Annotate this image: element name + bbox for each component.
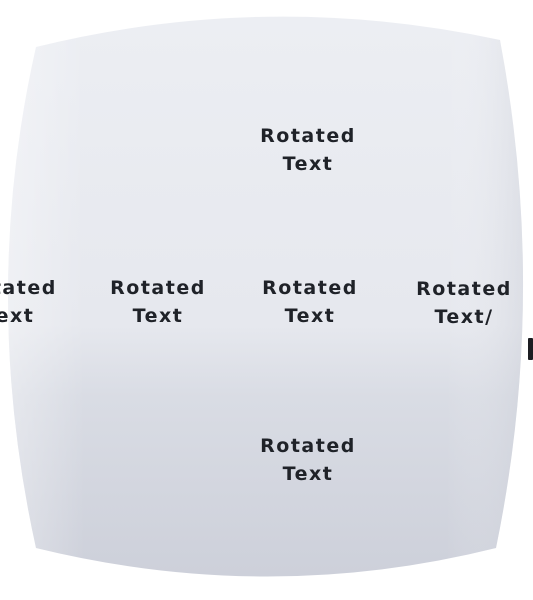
rotated-text-bottom: Rotated Text: [243, 432, 373, 488]
panel-edge-mark: [528, 338, 533, 360]
rotated-text-left-edge: Rotated Text: [0, 274, 74, 330]
rotated-text-bottom-line2: Text: [282, 463, 334, 485]
rotated-text-center-line1: Rotated: [262, 277, 358, 299]
rotated-text-bottom-line1: Rotated: [260, 435, 356, 457]
rotated-text-center: Rotated Text: [245, 274, 375, 330]
rotated-text-top-line1: Rotated: [260, 125, 356, 147]
rotated-text-top: Rotated Text: [243, 122, 373, 178]
rotated-text-top-line2: Text: [282, 153, 334, 175]
rotated-text-right-line2: Text/: [434, 306, 494, 328]
rotated-text-right-line1: Rotated: [416, 278, 512, 300]
rotated-text-right: Rotated Text/: [399, 275, 529, 331]
rotated-text-left-edge-line1: Rotated: [0, 277, 57, 299]
rotated-text-left: Rotated Text: [93, 274, 223, 330]
rotated-text-left-line1: Rotated: [110, 277, 206, 299]
rotated-text-left-line2: Text: [132, 305, 184, 327]
rotated-text-center-line2: Text: [284, 305, 336, 327]
rotated-text-left-edge-line2: Text: [0, 305, 35, 327]
